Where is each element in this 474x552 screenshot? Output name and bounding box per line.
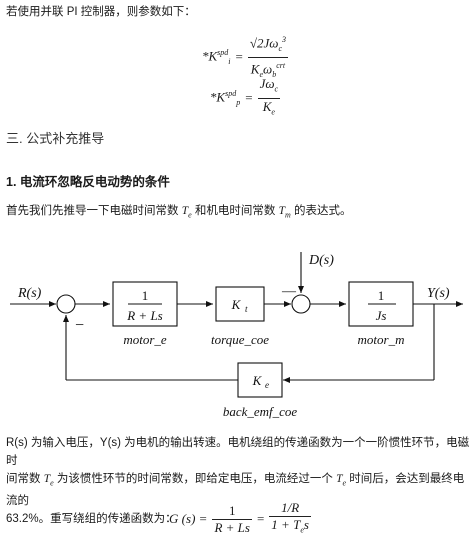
block-motor-e-den: R + Ls bbox=[126, 308, 163, 323]
ki-lhs: *Kspdi bbox=[201, 48, 231, 67]
input-label: R(s) bbox=[17, 286, 42, 301]
g-fraction-1: 1 R + Ls bbox=[212, 502, 252, 535]
block-motor-m-label: motor_m bbox=[358, 332, 405, 347]
block-torque-coe-k: K bbox=[231, 297, 242, 312]
kp-fraction: Jωc Ke bbox=[257, 76, 281, 117]
torque-minus-sign: — bbox=[281, 284, 297, 299]
g-formula: G (s) = 1 R + Ls = 1/R 1 + Tes bbox=[100, 500, 380, 539]
paragraph-time-constants: 首先我们先推导一下电磁时间常数 Te 和机电时间常数 Tm 的表达式。 bbox=[6, 205, 352, 220]
g-formula-lhs: G (s) = bbox=[169, 511, 208, 527]
paragraph-line-2: 间常数 Te 为该惯性环节的时间常数，即给定电压，电流经过一个 Te 时间后，会… bbox=[6, 473, 465, 508]
ki-fraction: √2Jωc3 Keωbcrt bbox=[247, 32, 289, 83]
disturbance-label: D(s) bbox=[308, 253, 334, 268]
block-motor-m-num: 1 bbox=[378, 288, 385, 303]
paragraph-description: R(s) 为输入电压，Y(s) 为电机的输出转速。电机绕组的传递函数为一个一阶惯… bbox=[6, 434, 470, 528]
g-fraction-2: 1/R 1 + Tes bbox=[269, 500, 311, 535]
output-label: Y(s) bbox=[427, 286, 450, 301]
feedback-minus-sign: − bbox=[75, 317, 84, 334]
block-diagram: R(s) Y(s) D(s) − — 1 R + Ls motor_e K t … bbox=[10, 252, 463, 419]
block-motor-m-den: Js bbox=[376, 308, 387, 323]
block-back-emf-label: back_emf_coe bbox=[223, 404, 298, 419]
block-torque-coe-label: torque_coe bbox=[211, 332, 269, 347]
paragraph-line-3: 63.2%。重写绕组的传递函数为： bbox=[6, 513, 177, 526]
subsection-title: 1. 电流环忽略反电动势的条件 bbox=[6, 175, 170, 189]
kp-lhs: *Kspdp bbox=[209, 89, 241, 108]
block-back-emf-k: K bbox=[252, 373, 263, 388]
block-motor-e-num: 1 bbox=[142, 288, 149, 303]
g-formula-equals: = bbox=[256, 511, 265, 527]
paragraph-line-1: R(s) 为输入电压，Y(s) 为电机的输出转速。电机绕组的传递函数为一个一阶惯… bbox=[6, 437, 470, 467]
intro-text: 若使用并联 PI 控制器，则参数如下： bbox=[6, 6, 196, 18]
summing-junction-1 bbox=[56, 294, 76, 314]
block-motor-e-label: motor_e bbox=[123, 332, 167, 347]
block-back-emf-sub: e bbox=[265, 380, 269, 390]
section-title: 三. 公式补充推导 bbox=[6, 131, 105, 146]
ki-formula: *Kspdi = √2Jωc3 Keωbcrt bbox=[150, 32, 340, 83]
kp-formula: *Kspdp = Jωc Ke bbox=[150, 76, 340, 120]
block-torque-coe-sub: t bbox=[245, 304, 248, 314]
